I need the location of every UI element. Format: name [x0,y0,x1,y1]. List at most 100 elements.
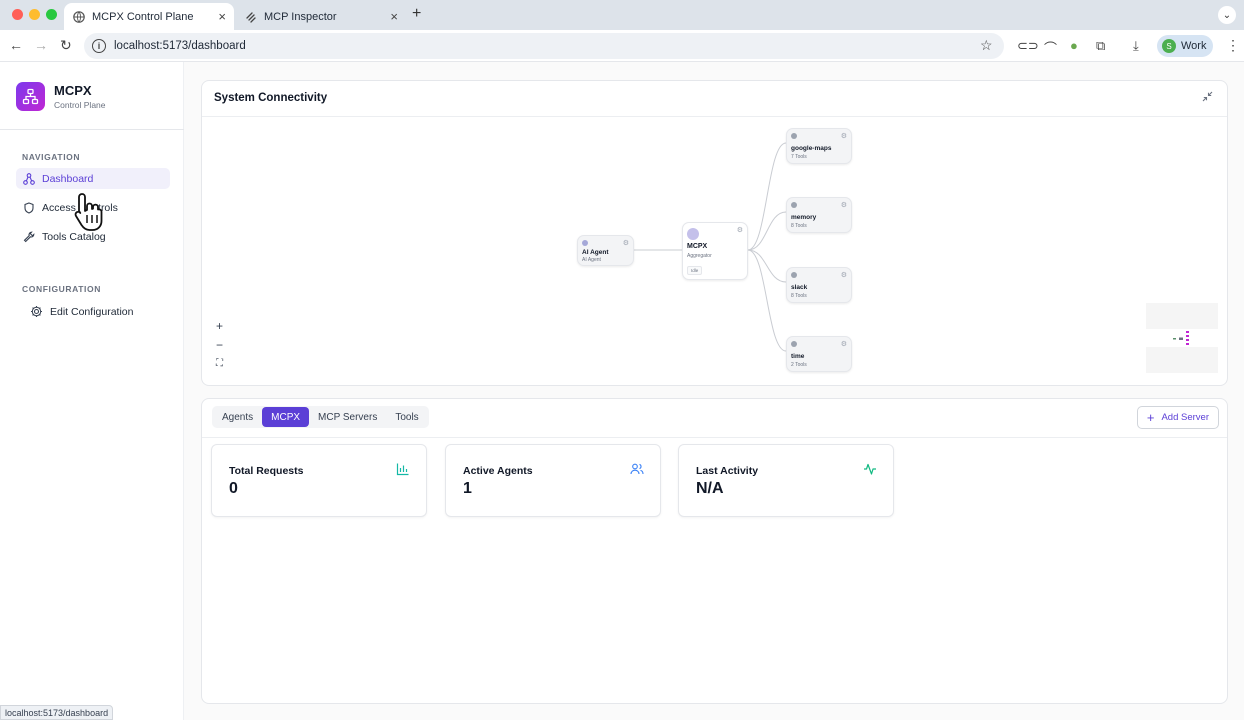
server-node-memory[interactable]: ⚙ memory 8 Tools [786,197,852,233]
downloads-icon[interactable]: ⤓ [1133,38,1139,53]
brand-name: MCPX [54,83,92,98]
zoom-out-button[interactable]: − [216,338,224,352]
browser-tab-mcpx[interactable]: MCPX Control Plane × [64,3,234,30]
server-node-time[interactable]: ⚙ time 2 Tools [786,336,852,372]
close-tab-icon[interactable]: × [218,9,226,24]
stat-value: N/A [696,480,724,497]
agent-node-name: AI Agent [582,249,609,256]
profile-avatar: S [1162,39,1176,53]
sidebar-item-tools-catalog[interactable]: Tools Catalog [16,226,170,247]
stat-card-active-agents: Active Agents 1 [445,444,661,517]
node-settings-icon[interactable]: ⚙ [622,240,629,247]
close-tab-icon[interactable]: × [390,9,398,24]
mcpx-hub-node[interactable]: ⚙ MCPX Aggregator Idle [682,222,748,280]
extension-curve-icon[interactable]: ⌒ [1044,41,1058,56]
sidebar-item-label: Tools Catalog [42,230,106,243]
new-tab-button[interactable]: + [412,5,422,22]
tab-mcpx[interactable]: MCPX [262,407,310,427]
users-icon [630,463,644,475]
server-icon [791,341,797,347]
tab-tools[interactable]: Tools [395,411,419,423]
connectivity-title: System Connectivity [214,92,328,104]
graph-minimap[interactable] [1146,303,1218,373]
back-arrow-icon[interactable]: ← [9,37,23,53]
server-icon [791,202,797,208]
browser-tab-inspector[interactable]: MCP Inspector × [236,3,406,30]
system-connectivity-card: System Connectivity ⚙ AI Agent AI Agent [201,80,1228,386]
wrench-icon [22,230,35,243]
server-name: time [791,353,805,360]
maximize-window-button[interactable] [46,9,57,20]
dashboard-detail-card: Agents MCPX MCP Servers Tools + Add Serv… [201,398,1228,704]
agent-node[interactable]: ⚙ AI Agent AI Agent [577,235,634,266]
site-info-icon[interactable]: i [92,39,106,53]
reload-icon[interactable]: ↻ [60,37,72,53]
sidebar: MCPX Control Plane NAVIGATION Dashboard … [0,62,184,720]
sidebar-item-edit-configuration[interactable]: Edit Configuration [24,301,170,322]
tab-search-chevron-icon[interactable]: ⌄ [1218,6,1236,24]
tab-strip: MCPX Control Plane × MCP Inspector × + ⌄ [0,0,1244,30]
tab-agents[interactable]: Agents [222,411,254,423]
stat-label: Active Agents [463,465,533,477]
section-configuration: CONFIGURATION [22,284,101,294]
view-tabs: Agents MCPX MCP Servers Tools [212,406,429,428]
sidebar-item-label: Edit Configuration [50,305,134,318]
zoom-in-button[interactable]: + [216,319,224,333]
stat-label: Total Requests [229,465,304,477]
hub-node-name: MCPX [687,243,708,250]
forward-arrow-icon[interactable]: → [34,37,48,53]
tab-title: MCPX Control Plane [92,10,194,23]
status-bar-url: localhost:5173/dashboard [0,705,114,720]
browser-menu-icon[interactable]: ⋮ [1226,37,1240,53]
globe-icon [72,10,85,23]
graph-edges [634,142,787,352]
server-tools: 2 Tools [791,362,807,368]
extension-green-icon[interactable]: ● [1070,38,1078,53]
extensions-puzzle-icon[interactable]: ⧉ [1096,38,1106,53]
add-server-label: Add Server [1161,412,1209,423]
brand-subtitle: Control Plane [54,100,106,110]
fit-view-button[interactable]: ⛶ [216,358,223,369]
minimize-view-icon[interactable] [1202,91,1213,105]
brand: MCPX Control Plane [16,82,106,111]
profile-chip[interactable]: S Work [1157,35,1213,57]
server-tools: 8 Tools [791,293,807,299]
mcp-logo-icon [244,10,257,23]
bar-chart-icon [396,463,409,476]
tab-mcp-servers[interactable]: MCP Servers [318,411,378,423]
sidebar-item-dashboard[interactable]: Dashboard [16,168,170,189]
server-node-google-maps[interactable]: ⚙ google-maps 7 Tools [786,128,852,164]
extension-link-icon[interactable]: ⊂⊃ [1017,38,1039,53]
main-content: System Connectivity ⚙ AI Agent AI Agent [184,62,1244,720]
node-settings-icon[interactable]: ⚙ [840,202,847,209]
server-node-slack[interactable]: ⚙ slack 8 Tools [786,267,852,303]
profile-name: Work [1181,40,1207,52]
node-settings-icon[interactable]: ⚙ [840,133,847,140]
add-server-button[interactable]: + Add Server [1136,406,1219,429]
hub-status-badge: Idle [687,266,703,275]
node-settings-icon[interactable]: ⚙ [840,272,847,279]
section-navigation: NAVIGATION [22,152,81,162]
node-settings-icon[interactable]: ⚙ [736,227,743,234]
node-settings-icon[interactable]: ⚙ [840,341,847,348]
address-bar[interactable]: i localhost:5173/dashboard [84,33,1004,59]
card-header-divider [202,116,1227,117]
stat-value: 1 [463,480,472,497]
close-window-button[interactable] [12,9,23,20]
bookmark-star-icon[interactable]: ☆ [980,37,993,53]
server-icon [791,133,797,139]
network-icon [22,172,35,185]
mcpx-logo-icon [16,82,45,111]
server-tools: 8 Tools [791,223,807,229]
sidebar-item-label: Dashboard [42,172,94,185]
hub-node-type: Aggregator [687,253,712,259]
stat-label: Last Activity [696,465,759,477]
url-text: localhost:5173/dashboard [114,40,246,52]
server-tools: 7 Tools [791,154,807,160]
hand-cursor-icon [74,193,103,231]
tabs-divider [202,437,1227,438]
server-name: slack [791,284,808,291]
window-controls [12,9,57,20]
minimize-window-button[interactable] [29,9,40,20]
